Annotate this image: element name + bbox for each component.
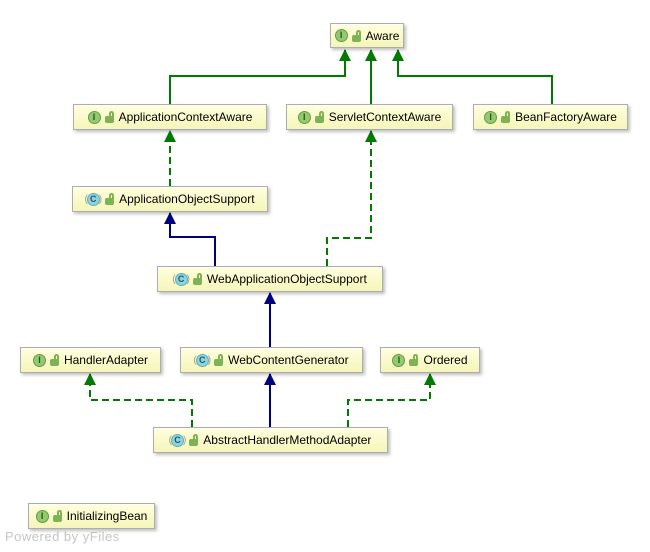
lock-body (105, 198, 115, 205)
open-lock-icon (192, 273, 203, 285)
lock-shackle (56, 510, 62, 516)
class-icon-paren-close: ) (98, 193, 103, 205)
open-lock-icon (409, 354, 419, 366)
edge-extends-bean-factory-aware-to-aware (392, 49, 553, 104)
class-icon-circle: C (195, 353, 209, 367)
lock-body (192, 278, 202, 285)
class-icon-circle: C (170, 433, 184, 447)
node-application-object-support[interactable]: (C) ApplicationObjectSupport (72, 186, 268, 212)
node-label: ApplicationObjectSupport (119, 192, 255, 206)
open-lock-icon (214, 354, 224, 366)
lock-body (214, 359, 224, 366)
node-label: BeanFactoryAware (515, 110, 617, 124)
lock-body (351, 34, 361, 42)
interface-icon: I (35, 509, 49, 523)
edge-extends-application-context-aware-to-aware (169, 49, 351, 104)
interface-icon: I (334, 29, 348, 42)
node-label: InitializingBean (66, 509, 148, 523)
interface-icon: I (484, 110, 498, 124)
lock-shackle (355, 29, 361, 36)
node-web-application-object-support[interactable]: (C) WebApplicationObjectSupport (157, 266, 383, 292)
edge-implements-web-application-object-support-to-servlet-context-aware (326, 130, 377, 266)
lock-body (501, 116, 511, 123)
interface-icon: I (297, 110, 311, 124)
node-ordered[interactable]: I Ordered (380, 347, 480, 373)
lock-shackle (109, 193, 115, 199)
class-icon-paren-open: ( (169, 434, 172, 447)
open-lock-icon (52, 510, 63, 522)
node-label: ApplicationContextAware (118, 110, 253, 124)
node-handler-adapter[interactable]: I HandlerAdapter (20, 347, 161, 373)
class-icon: (C) (169, 433, 187, 447)
lock-body (409, 359, 419, 366)
edge-implements-abstract-handler-method-adapter-to-handler-adapter (84, 373, 193, 427)
lock-body (49, 359, 59, 366)
class-icon-paren-open: ( (193, 354, 196, 367)
edge-extends-web-application-object-support-to-application-object-support (164, 212, 216, 266)
class-icon-circle: C (174, 272, 188, 286)
open-lock-icon (189, 434, 199, 446)
class-icon-paren-open: ( (172, 273, 176, 285)
lock-shackle (318, 111, 324, 117)
lock-shackle (196, 273, 202, 279)
lock-shackle (53, 354, 59, 360)
class-icon: (C) (193, 353, 212, 367)
lock-shackle (193, 434, 199, 440)
lock-body (52, 515, 62, 522)
interface-icon: I (392, 353, 406, 367)
node-label: Aware (365, 28, 400, 43)
lock-body (189, 439, 199, 446)
open-lock-icon (104, 111, 115, 123)
class-icon-paren-open: ( (84, 193, 87, 206)
lock-body (314, 116, 324, 123)
node-abstract-handler-method-adapter[interactable]: (C) AbstractHandlerMethodAdapter (153, 427, 388, 453)
class-icon-paren-close: ) (186, 273, 190, 285)
yfiles-watermark: Powered by yFiles (5, 529, 120, 544)
lock-shackle (218, 354, 224, 360)
class-icon-paren-close: ) (207, 354, 212, 366)
class-icon: (C) (172, 272, 190, 286)
lock-shackle (413, 354, 419, 360)
node-initializing-bean[interactable]: I InitializingBean (28, 503, 155, 529)
node-servlet-context-aware[interactable]: I ServletContextAware (286, 104, 453, 130)
open-lock-icon (49, 354, 60, 366)
open-lock-icon (351, 29, 362, 42)
node-label: WebContentGenerator (228, 353, 349, 367)
open-lock-icon (501, 111, 511, 123)
open-lock-icon (314, 111, 325, 123)
class-icon-paren-close: ) (182, 434, 187, 446)
node-aware[interactable]: I Aware (330, 23, 404, 48)
node-label: HandlerAdapter (63, 353, 149, 367)
node-label: WebApplicationObjectSupport (206, 272, 367, 286)
node-web-content-generator[interactable]: (C) WebContentGenerator (180, 347, 363, 373)
node-label: Ordered (423, 353, 468, 367)
lock-body (104, 116, 114, 123)
edge-implements-abstract-handler-method-adapter-to-ordered (347, 373, 436, 427)
lock-shackle (108, 111, 114, 117)
node-label: ServletContextAware (328, 110, 442, 124)
node-bean-factory-aware[interactable]: I BeanFactoryAware (473, 104, 628, 130)
node-application-context-aware[interactable]: I ApplicationContextAware (73, 104, 267, 130)
class-icon-circle: C (86, 192, 100, 206)
node-label: AbstractHandlerMethodAdapter (203, 433, 372, 447)
class-icon: (C) (84, 192, 103, 206)
interface-icon: I (32, 353, 46, 367)
lock-shackle (505, 111, 511, 117)
interface-icon: I (87, 110, 101, 124)
open-lock-icon (105, 193, 115, 205)
